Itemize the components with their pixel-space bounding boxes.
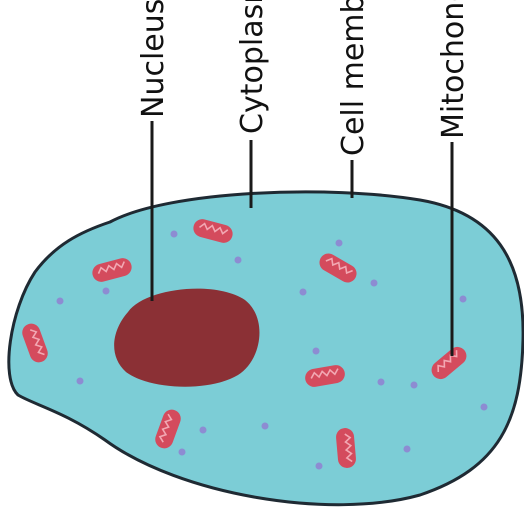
granule xyxy=(460,296,467,303)
cell-membrane-label: Cell membra xyxy=(336,0,371,156)
granule xyxy=(316,463,323,470)
granule xyxy=(235,257,242,264)
granule xyxy=(481,404,488,411)
granule xyxy=(336,240,343,247)
granule xyxy=(77,378,84,385)
granule xyxy=(103,288,110,295)
granule xyxy=(371,280,378,287)
nucleus-label: Nucleus xyxy=(136,0,171,118)
mitochondria-label: Mitochondri xyxy=(436,0,471,139)
granule xyxy=(378,379,385,386)
granule xyxy=(300,289,307,296)
granule xyxy=(313,348,320,355)
cell-membrane-outline xyxy=(9,192,523,505)
cytoplasm-label: Cytoplasm xyxy=(235,0,270,134)
granule xyxy=(57,298,64,305)
granule xyxy=(262,423,269,430)
granule xyxy=(179,449,186,456)
granule xyxy=(171,231,178,238)
granule xyxy=(200,427,207,434)
granule xyxy=(404,446,411,453)
granule xyxy=(411,382,418,389)
